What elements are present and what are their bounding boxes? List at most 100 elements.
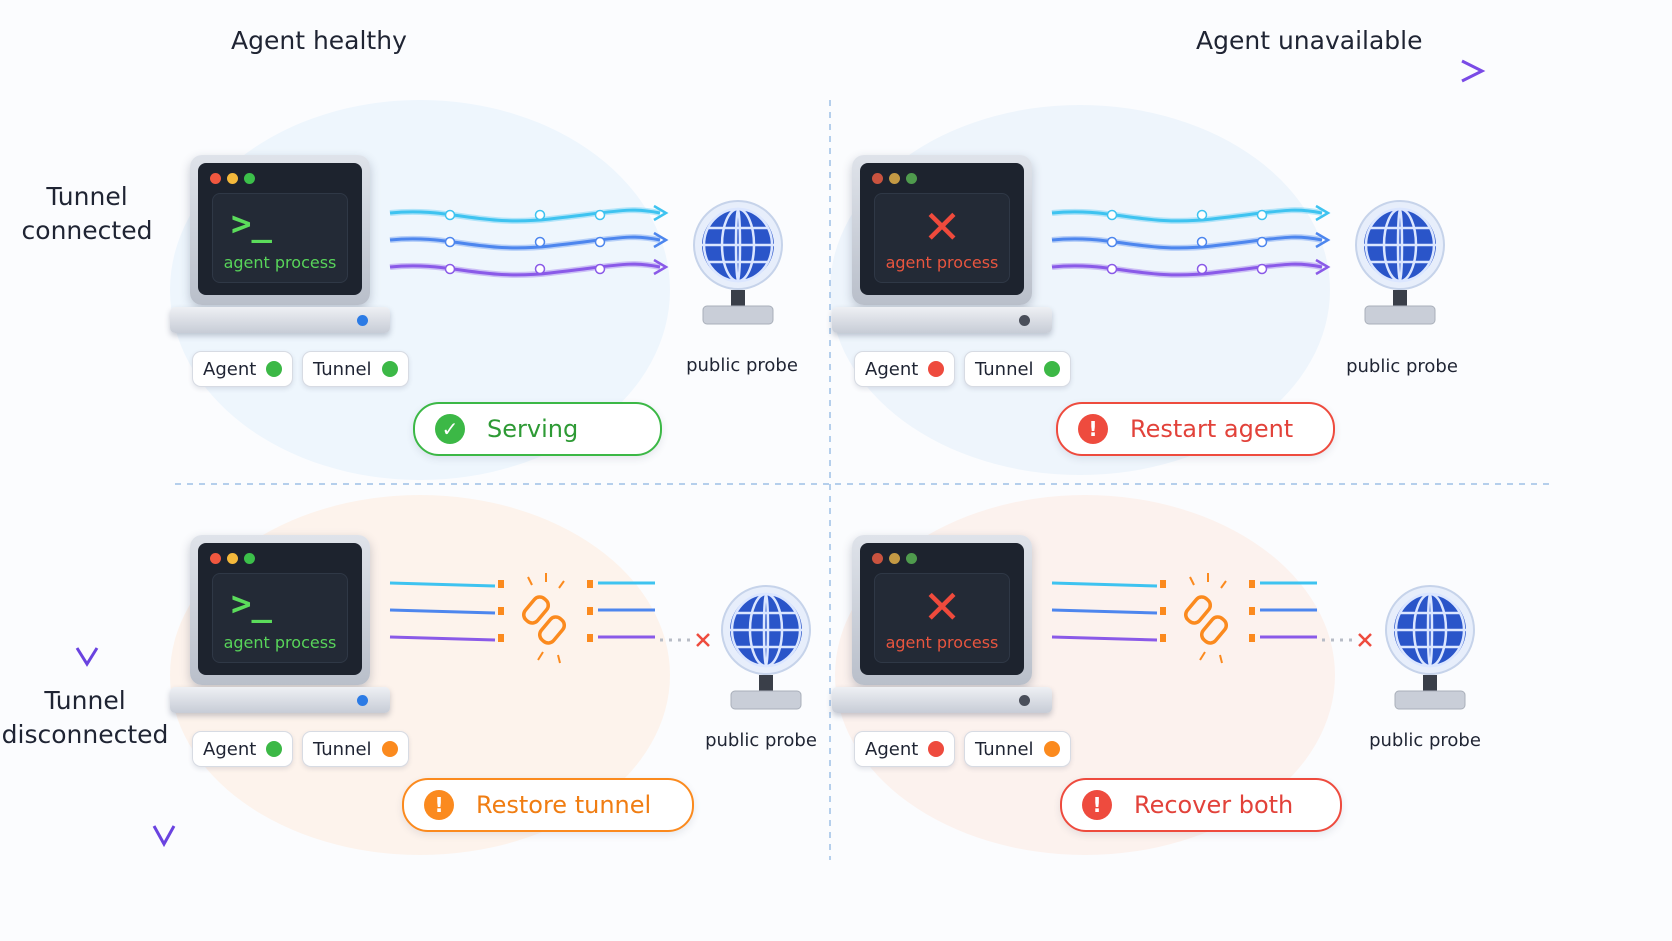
- monitor: ✕agent process: [852, 155, 1032, 305]
- agent-status-pill: Agent: [192, 731, 294, 767]
- x-axis-arrow: [220, 59, 1486, 83]
- agent-status-pill: Agent: [854, 351, 956, 387]
- minimize-dot: [227, 173, 238, 184]
- monitor: ✕agent process: [852, 535, 1032, 685]
- check-icon: ✓: [435, 414, 465, 444]
- monitor-screen: >_agent process: [198, 163, 362, 295]
- link-half: [1183, 595, 1213, 625]
- maximize-dot: [906, 553, 917, 564]
- connection-svg: [1051, 200, 1445, 325]
- agent-status-dot: [266, 361, 283, 377]
- status-pill: !Restart agent: [1056, 402, 1335, 456]
- packet-dot: [534, 236, 546, 248]
- tunnel-status-dot: [1043, 361, 1060, 377]
- globe-base: [1364, 305, 1436, 325]
- window-controls: [210, 553, 255, 564]
- window-controls: [872, 173, 917, 184]
- close-dot: [210, 173, 221, 184]
- monitor-base: [832, 687, 1052, 713]
- globe-base: [730, 690, 802, 710]
- tunnel-pill-label: Tunnel: [975, 738, 1034, 760]
- window-controls: [872, 553, 917, 564]
- terminal-panel: ✕agent process: [874, 193, 1010, 283]
- globe-icon: [693, 200, 783, 325]
- maximize-dot: [244, 173, 255, 184]
- monitor-screen: >_agent process: [198, 543, 362, 675]
- minimize-dot: [227, 553, 238, 564]
- status-pill: !Recover both: [1060, 778, 1342, 832]
- monitor: >_agent process: [190, 535, 370, 685]
- agent-pill-label: Agent: [865, 738, 919, 760]
- agent-status-dot: [266, 741, 283, 757]
- spark: [537, 651, 544, 661]
- globe-base: [702, 305, 774, 325]
- status-label: Serving: [487, 415, 579, 443]
- tunnel-line: [389, 208, 661, 223]
- agent-pill-label: Agent: [203, 358, 257, 380]
- globe-stand: [759, 675, 773, 693]
- unreachable-x-icon: [1358, 633, 1372, 647]
- tunnel-line-left: [389, 635, 496, 642]
- packet-dot: [594, 209, 606, 221]
- terminal-prompt-icon: >_: [231, 584, 272, 624]
- spark: [1189, 576, 1195, 586]
- spark: [1199, 651, 1206, 661]
- tunnel-arrowhead: [1315, 231, 1331, 249]
- cable-end: [498, 634, 504, 642]
- cable-end: [1249, 634, 1255, 642]
- packet-dot: [1196, 236, 1208, 248]
- status-pill: !Restore tunnel: [402, 778, 694, 832]
- power-led: [357, 315, 368, 326]
- connection-svg: [389, 200, 783, 325]
- status-label: Recover both: [1134, 791, 1294, 819]
- globe-base: [1394, 690, 1466, 710]
- status-label: Restore tunnel: [476, 791, 652, 819]
- tunnel-line: [389, 262, 661, 277]
- link-half: [521, 595, 551, 625]
- power-led: [1019, 695, 1030, 706]
- tunnel-arrowhead: [1315, 258, 1331, 276]
- spark: [558, 580, 565, 589]
- monitor-base: [832, 307, 1052, 333]
- tunnel-line: [1051, 262, 1323, 277]
- agent-status-pill: Agent: [854, 731, 956, 767]
- process-label: agent process: [885, 253, 999, 272]
- terminal-panel: >_agent process: [212, 573, 348, 663]
- maximize-dot: [906, 173, 917, 184]
- close-dot: [872, 173, 883, 184]
- broken-link-icon: [1183, 573, 1229, 664]
- tunnel-line-left: [1051, 635, 1158, 642]
- tunnel-line-left: [1051, 608, 1158, 615]
- packet-dot: [534, 263, 546, 275]
- agent-status-pill: Agent: [192, 351, 294, 387]
- agent-status-dot: [928, 741, 945, 757]
- tunnel-line: [389, 235, 661, 250]
- globe-icon: [1355, 200, 1445, 325]
- cable-end: [587, 580, 593, 588]
- packet-dot: [444, 209, 456, 221]
- probe-label: public probe: [686, 355, 798, 376]
- tunnel-status-pill: Tunnel: [302, 731, 409, 767]
- link-half: [1199, 615, 1229, 645]
- tunnel-line: [1051, 208, 1323, 223]
- power-led: [1019, 315, 1030, 326]
- y-axis-arrow: [152, 102, 176, 848]
- packet-dot: [1256, 209, 1268, 221]
- globe-stand: [1423, 675, 1437, 693]
- tunnel-line-left: [1051, 581, 1158, 588]
- packet-dot: [1196, 209, 1208, 221]
- x-axis-right-label: Agent unavailable: [1196, 26, 1423, 55]
- error-x-icon: ✕: [922, 580, 962, 634]
- tunnel-status-pill: Tunnel: [302, 351, 409, 387]
- tunnel-arrowhead: [1315, 204, 1331, 222]
- packet-dot: [1106, 263, 1118, 275]
- maximize-dot: [244, 553, 255, 564]
- spark: [1220, 580, 1227, 589]
- monitor-screen: ✕agent process: [860, 163, 1024, 295]
- spark: [527, 576, 533, 586]
- packet-dot: [1106, 209, 1118, 221]
- probe-label: public probe: [1369, 730, 1481, 751]
- terminal-panel: ✕agent process: [874, 573, 1010, 663]
